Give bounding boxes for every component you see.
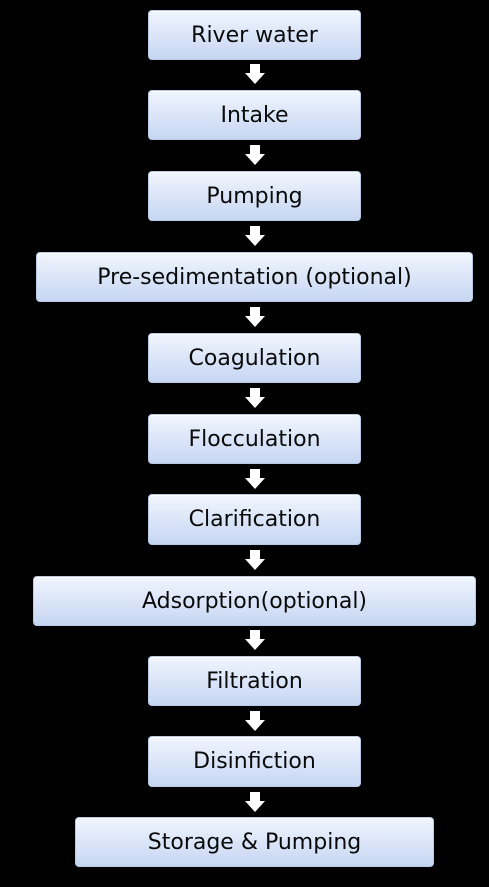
down-arrow-icon — [245, 145, 265, 165]
step-filtration: Filtration — [148, 656, 361, 706]
step-label: Clarification — [188, 507, 321, 532]
down-arrow-icon — [245, 226, 265, 246]
step-label: River water — [191, 22, 318, 48]
step-clarification: Clarification — [148, 494, 361, 545]
step-pre-sedimentation: Pre-sedimentation (optional) — [36, 252, 473, 302]
step-label: Adsorption(optional) — [141, 588, 368, 614]
step-label: Storage & Pumping — [147, 829, 362, 855]
step-label: Coagulation — [188, 345, 321, 371]
step-label: Pre-sedimentation (optional) — [97, 264, 412, 290]
step-label: Filtration — [206, 668, 303, 694]
down-arrow-icon — [245, 711, 265, 731]
step-intake: Intake — [148, 90, 361, 140]
step-flocculation: Flocculation — [148, 414, 361, 464]
step-pumping: Pumping — [148, 171, 361, 221]
down-arrow-icon — [245, 388, 265, 408]
down-arrow-icon — [245, 64, 265, 84]
step-adsorption: Adsorption(optional) — [33, 576, 476, 626]
step-label: Disinfiction — [193, 749, 316, 774]
down-arrow-icon — [245, 792, 265, 812]
down-arrow-icon — [245, 630, 265, 650]
step-label: Intake — [220, 102, 289, 128]
step-river-water: River water — [148, 10, 361, 60]
step-label: Flocculation — [188, 426, 321, 452]
step-storage-pumping: Storage & Pumping — [75, 817, 434, 867]
step-coagulation: Coagulation — [148, 333, 361, 383]
down-arrow-icon — [245, 550, 265, 570]
step-disinfection: Disinfiction — [148, 736, 361, 787]
step-label: Pumping — [206, 183, 303, 209]
down-arrow-icon — [245, 307, 265, 327]
down-arrow-icon — [245, 469, 265, 489]
